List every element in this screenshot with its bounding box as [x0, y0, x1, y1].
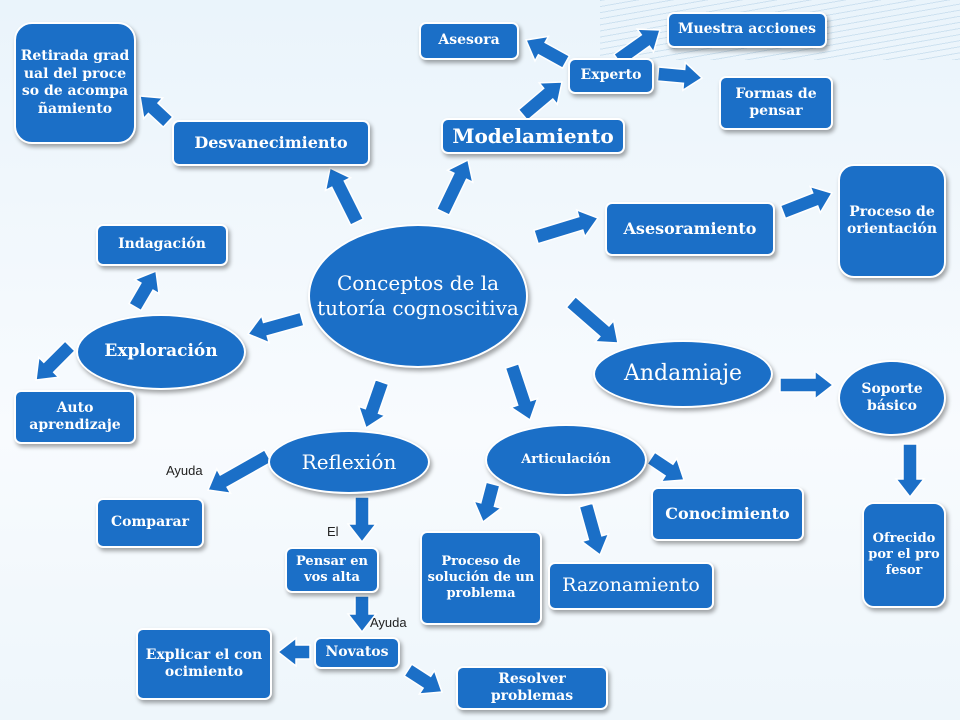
node-proceso-orientacion[interactable]: Proceso de orientación: [838, 164, 946, 278]
arrow-to-articulacion: [504, 362, 539, 422]
arrow-to-comparar: [206, 448, 273, 495]
arrow-to-desvanecimiento: [324, 166, 365, 227]
node-asesora[interactable]: Asesora: [419, 22, 519, 60]
node-explicar[interactable]: Explicar el conocimiento: [136, 628, 272, 700]
node-soporte[interactable]: Soporte básico: [838, 360, 946, 436]
node-conocimiento[interactable]: Conocimiento: [651, 487, 804, 541]
node-indagacion[interactable]: Indagación: [96, 224, 228, 266]
arrow-to-formas: [656, 60, 704, 92]
node-asesoramiento[interactable]: Asesoramiento: [605, 202, 775, 256]
arrow-to-modelamiento: [435, 158, 474, 216]
node-ofrecido[interactable]: Ofrecido por el profesor: [862, 502, 946, 608]
arrow-to-explicar: [276, 636, 311, 668]
node-formas[interactable]: Formas de pensar: [719, 76, 833, 130]
node-auto[interactable]: Auto aprendizaje: [14, 390, 136, 444]
arrow-to-proceso-orientacion: [779, 185, 834, 220]
arrow-to-exploracion: [246, 311, 305, 344]
arrow-to-auto: [35, 340, 76, 381]
node-pensar[interactable]: Pensar en vos alta: [285, 547, 379, 593]
arrow-to-experto: [517, 81, 563, 122]
node-andamiaje[interactable]: Andamiaje: [593, 340, 773, 408]
center-node[interactable]: Conceptos de la tutoría cognoscitiva: [308, 224, 528, 368]
arrow-to-razonamiento: [578, 502, 610, 557]
arrow-to-muestra: [612, 28, 661, 67]
node-resolver[interactable]: Resolver problemas: [456, 666, 608, 710]
node-desvanecimiento[interactable]: Desvanecimiento: [172, 120, 370, 166]
node-razonamiento[interactable]: Razonamiento: [548, 562, 714, 610]
arrow-to-proceso-solucion: [472, 481, 503, 524]
node-articulacion[interactable]: Articulación: [485, 424, 647, 496]
node-retirada[interactable]: Retirada gradual del proceso de acompaña…: [14, 22, 136, 144]
arrow-to-novatos: [346, 595, 378, 634]
arrow-to-conocimiento: [646, 451, 686, 483]
arrow-to-asesora: [524, 35, 571, 70]
label-ayuda-1: Ayuda: [166, 463, 203, 478]
arrow-to-indagacion: [127, 269, 160, 312]
node-modelamiento[interactable]: Modelamiento: [441, 118, 625, 154]
arrow-to-resolver: [403, 663, 444, 695]
arrow-to-pensar: [346, 496, 378, 544]
arrow-to-andamiaje: [565, 295, 619, 344]
label-ayuda-2: Ayuda: [370, 615, 407, 630]
node-experto[interactable]: Experto: [568, 58, 654, 94]
label-el: El: [327, 524, 339, 539]
node-reflexion[interactable]: Reflexión: [268, 430, 430, 494]
arrow-to-asesoramiento: [532, 208, 600, 245]
arrow-to-retirada: [139, 95, 174, 129]
node-proceso-solucion[interactable]: Proceso de solución de un problema: [420, 531, 542, 625]
node-muestra[interactable]: Muestra acciones: [667, 12, 827, 48]
node-novatos[interactable]: Novatos: [314, 637, 400, 669]
node-exploracion[interactable]: Exploración: [76, 314, 246, 390]
arrow-to-reflexion: [357, 378, 390, 430]
arrow-to-soporte: [779, 369, 835, 401]
node-comparar[interactable]: Comparar: [96, 498, 204, 548]
arrow-to-ofrecido: [894, 443, 926, 499]
